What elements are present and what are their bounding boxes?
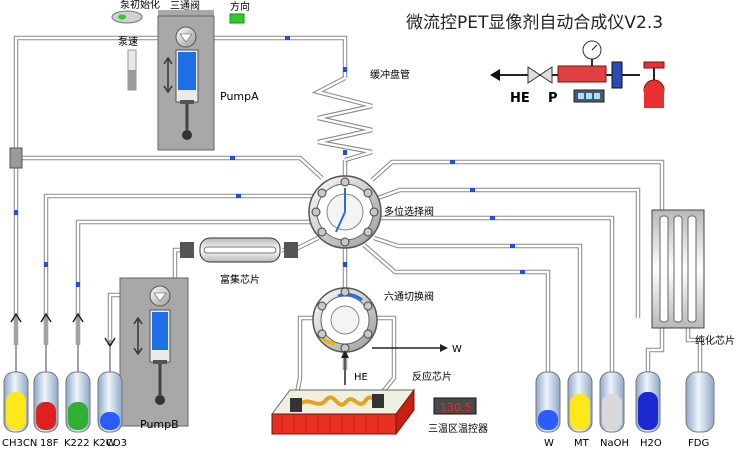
pump-b[interactable]: PumpB: [119, 277, 189, 431]
six-way-valve-label: 六通切换阀: [384, 290, 434, 303]
vial-w-left: W: [97, 337, 123, 449]
reagent-vials-left: CH3CN 18F K222 K2CO3 W: [2, 312, 127, 449]
vial-18f: 18F: [33, 312, 59, 449]
vial-fdg: FDG: [685, 371, 715, 449]
enrich-chip-label: 富集芯片: [220, 273, 260, 286]
multi-position-valve[interactable]: 多位选择阀: [308, 175, 434, 249]
vial-w-right: W: [535, 371, 561, 449]
vial-k222: K222 K2CO3: [64, 312, 127, 449]
pump-init-control[interactable]: 泵初始化: [111, 0, 160, 24]
multi-valve-label: 多位选择阀: [384, 205, 434, 218]
vial-h2o: H2O: [635, 371, 662, 449]
app-title: 微流控PET显像剂自动合成仪V2.3: [406, 13, 663, 33]
direction-indicator[interactable]: [229, 13, 245, 24]
temperature-controller: 130.5 三温区温控器: [428, 397, 488, 435]
pump-init-button[interactable]: [111, 10, 143, 24]
three-way-valve-label: 三通阀: [170, 0, 200, 12]
buffer-coil: 缓冲盘管: [311, 68, 410, 163]
vial-k222-label: K222 K2CO3: [64, 438, 127, 449]
waste-outlet: W: [372, 344, 462, 355]
pump-speed-fill: [128, 70, 136, 90]
pump-b-label: PumpB: [140, 418, 179, 431]
pump-init-indicator: [118, 14, 126, 20]
vial-w-left-label: W: [106, 438, 116, 449]
vial-mt: MT: [567, 371, 593, 449]
pump-a-label: PumpA: [220, 90, 259, 103]
enrichment-chip: 富集芯片: [180, 237, 298, 286]
vial-naoh-label: NaOH: [600, 438, 629, 449]
waste-outlet-label: W: [452, 344, 462, 355]
tee-junction: [9, 147, 23, 169]
flow-markers: [14, 36, 525, 287]
vial-fdg-label: FDG: [688, 438, 709, 449]
gas-supply: HE P: [490, 40, 665, 108]
pump-b-syringe-liquid: [152, 312, 168, 350]
reaction-chip-channel: [298, 395, 382, 407]
he-gas-label: HE: [510, 91, 530, 106]
pump-a[interactable]: PumpA: [157, 10, 259, 151]
temperature-readout: 130.5: [440, 401, 472, 414]
direction-label: 方向: [230, 0, 250, 13]
purify-chip-label: 纯化芯片: [695, 334, 735, 347]
vial-h2o-label: H2O: [640, 438, 662, 449]
vial-mt-label: MT: [574, 438, 590, 449]
vial-ch3cn-label: CH3CN: [2, 438, 37, 449]
vial-naoh: NaOH: [599, 371, 629, 449]
pressure-regulator: [557, 65, 607, 83]
vial-ch3cn: CH3CN: [2, 312, 37, 449]
buffer-coil-label: 缓冲盘管: [370, 68, 410, 81]
vial-w-right-label: W: [544, 438, 554, 449]
he-inlet: HE: [341, 350, 368, 385]
temp-controller-label: 三温区温控器: [428, 422, 488, 435]
pump-init-label: 泵初始化: [120, 0, 160, 11]
gas-filter: [611, 61, 623, 89]
heater-block: [271, 388, 415, 436]
purification-chip: 纯化芯片: [651, 209, 735, 347]
vial-18f-label: 18F: [40, 438, 59, 449]
cylinder-valve-handle: [643, 61, 665, 69]
pump-a-syringe-liquid: [178, 52, 196, 90]
six-way-valve[interactable]: 六通切换阀: [312, 287, 434, 353]
reaction-chip-label: 反应芯片: [412, 370, 452, 383]
reagent-vials-right: W MT NaOH H2O FDG: [535, 371, 715, 449]
pump-speed-label: 泵速: [118, 36, 138, 48]
pressure-label: P: [548, 91, 558, 106]
he-inlet-label: HE: [354, 372, 368, 383]
